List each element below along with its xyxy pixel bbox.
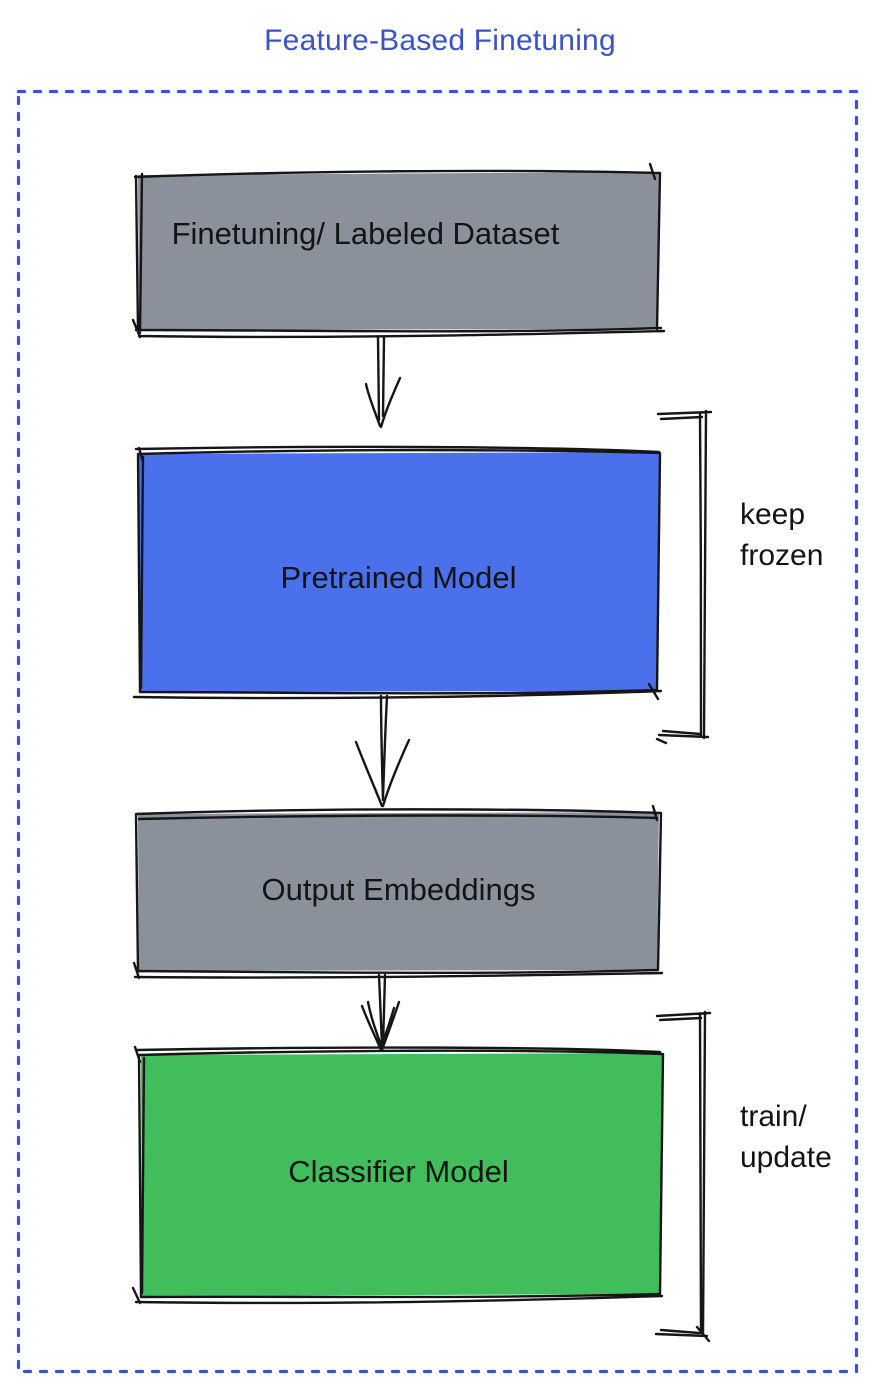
node-label-output-embeddings: Output Embeddings: [261, 872, 536, 907]
arrow-embeddings-to-classifier: [360, 973, 401, 1052]
annotation-line: update: [740, 1141, 832, 1174]
arrow-pretrained-to-embeddings: [354, 694, 411, 808]
annotation-keep-frozen: keep frozen: [740, 494, 823, 576]
node-label-pretrained-model: Pretrained Model: [280, 560, 517, 595]
box-fills: [138, 172, 662, 1296]
bracket-train-update: [654, 1010, 712, 1343]
ink-strokes: [131, 162, 713, 1343]
pretrained-box: [139, 452, 660, 692]
dashed-frame: [16, 89, 859, 1374]
node-label-classifier-model: Classifier Model: [288, 1154, 509, 1189]
embeddings-box-outline: [132, 804, 664, 980]
classifier-box: [141, 1053, 662, 1296]
dataset-box-outline: [131, 162, 666, 339]
arrow-dataset-to-pretrained: [364, 335, 402, 429]
node-label-finetuning-dataset: Finetuning/ Labeled Dataset: [171, 216, 560, 251]
annotation-line: keep: [740, 498, 806, 531]
page-title: Feature-Based Finetuning: [264, 24, 616, 57]
classifier-box-outline: [131, 1045, 665, 1305]
annotation-train-update: train/ update: [740, 1096, 832, 1178]
annotation-line: train/: [740, 1100, 807, 1133]
dataset-box: [138, 172, 659, 330]
pretrained-box-outline: [132, 445, 663, 701]
embeddings-box: [138, 812, 659, 971]
bracket-keep-frozen: [655, 409, 713, 745]
annotation-line: frozen: [740, 539, 824, 572]
